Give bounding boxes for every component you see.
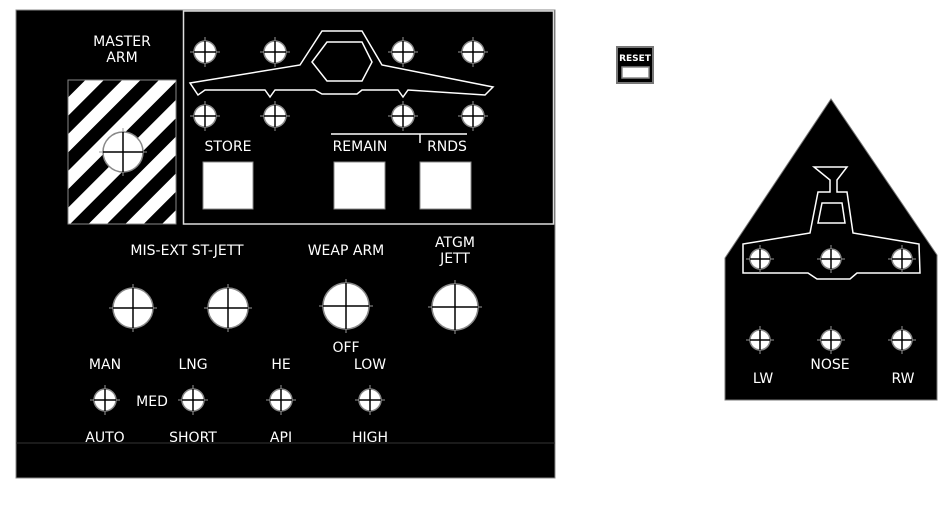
- master-arm-label-1: MASTER: [93, 34, 151, 50]
- st-jett-switch[interactable]: [204, 284, 252, 332]
- switch-2-bottom-label: SHORT: [169, 430, 217, 446]
- rnds-label: RNDS: [427, 139, 467, 155]
- switch-4-top-label: LOW: [354, 357, 386, 373]
- store-station-knob[interactable]: [260, 101, 290, 131]
- atgm-jett-label-2: JETT: [439, 251, 470, 267]
- store-station-knob[interactable]: [388, 101, 418, 131]
- store-station-knob[interactable]: [458, 37, 488, 67]
- reset-label: RESET: [619, 54, 652, 64]
- nose-switch[interactable]: [817, 326, 845, 354]
- rw-label: RW: [891, 371, 914, 387]
- man-auto-switch[interactable]: [90, 385, 120, 415]
- store-label: STORE: [204, 139, 251, 155]
- helicopter-diagram: [742, 166, 921, 280]
- store-station-knob[interactable]: [388, 37, 418, 67]
- reset-indicator: [621, 66, 650, 79]
- store-station-knob[interactable]: [458, 101, 488, 131]
- reset-button[interactable]: RESET: [616, 46, 654, 84]
- switch-2-middle-label: MED: [136, 394, 168, 410]
- lw-switch[interactable]: [746, 326, 774, 354]
- switch-1-bottom-label: AUTO: [85, 430, 124, 446]
- nose-label: NOSE: [810, 357, 849, 373]
- switch-3-top-label: HE: [271, 357, 290, 373]
- weap-arm-switch[interactable]: [319, 279, 373, 333]
- store-station-knob[interactable]: [260, 37, 290, 67]
- switch-2-top-label: LNG: [178, 357, 207, 373]
- store-station-knob[interactable]: [190, 37, 220, 67]
- weap-arm-label: WEAP ARM: [308, 243, 385, 259]
- switch-4-bottom-label: HIGH: [352, 430, 388, 446]
- rnds-display: [419, 161, 472, 210]
- rw-switch[interactable]: [888, 326, 916, 354]
- switch-1-top-label: MAN: [89, 357, 121, 373]
- switch-3-bottom-label: API: [270, 430, 292, 446]
- remain-label: REMAIN: [333, 139, 388, 155]
- atgm-jett-label-1: ATGM: [435, 235, 475, 251]
- master-arm-switch[interactable]: [99, 128, 147, 176]
- mis-ext-st-jett-label: MIS-EXT ST-JETT: [130, 243, 244, 259]
- range-switch[interactable]: [178, 385, 208, 415]
- stores-subpanel-border: [182, 10, 555, 225]
- store-station-knob[interactable]: [190, 101, 220, 131]
- he-api-switch[interactable]: [266, 385, 296, 415]
- weap-arm-off-label: OFF: [332, 340, 359, 356]
- store-display: [202, 161, 254, 210]
- rw-station-indicator[interactable]: [888, 245, 916, 273]
- atgm-jett-switch[interactable]: [428, 280, 482, 334]
- remain-display: [333, 161, 386, 210]
- low-high-switch[interactable]: [355, 385, 385, 415]
- mis-ext-switch[interactable]: [109, 284, 157, 332]
- nose-station-indicator[interactable]: [817, 245, 845, 273]
- aircraft-stores-diagram: [188, 30, 495, 99]
- lw-station-indicator[interactable]: [746, 245, 774, 273]
- lw-label: LW: [753, 371, 774, 387]
- master-arm-label-2: ARM: [106, 50, 137, 66]
